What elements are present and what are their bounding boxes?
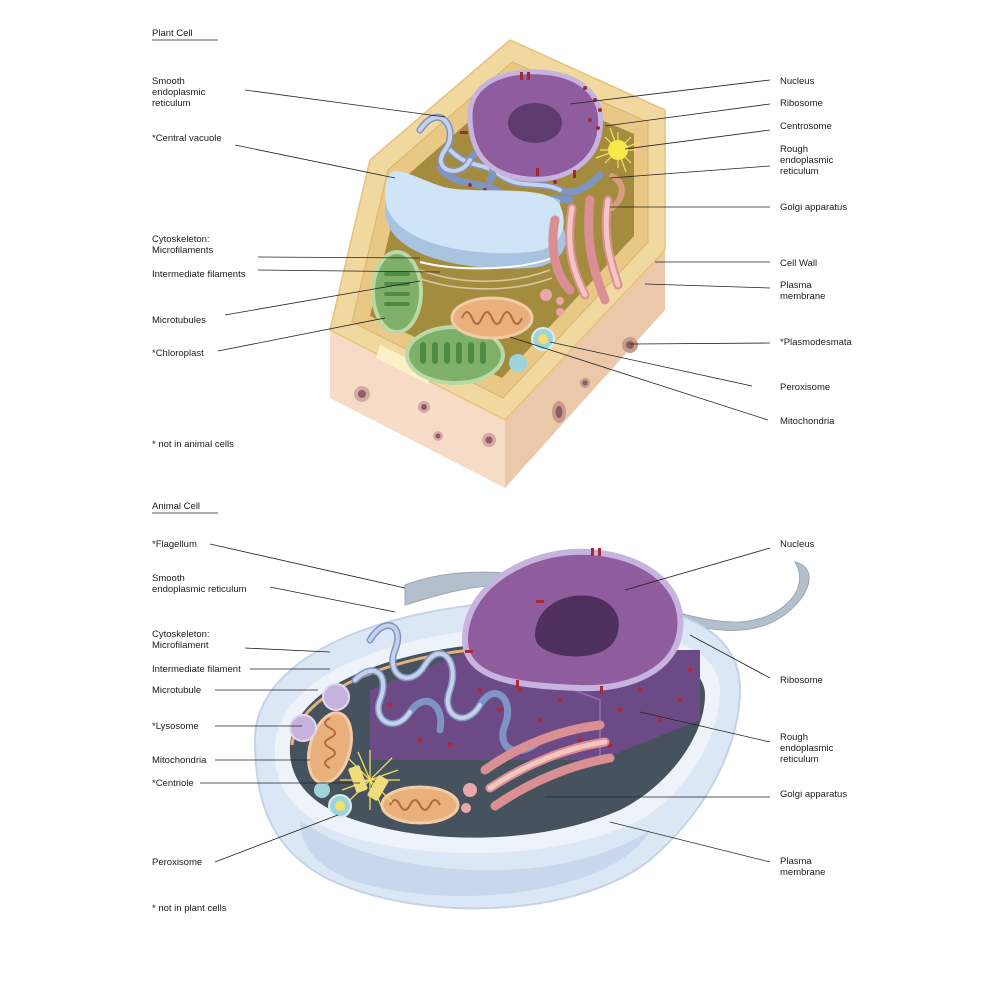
plant-left-labels: Smooth endoplasmic reticulum *Central va… — [152, 76, 246, 359]
plant-nucleus — [460, 69, 604, 182]
label-flagellum: *Flagellum — [152, 539, 197, 550]
label-central-vacuole: *Central vacuole — [152, 133, 222, 144]
label-centriole: *Centriole — [152, 778, 194, 789]
plant-wall-side — [505, 250, 665, 488]
label-mitochondria: Mitochondria — [780, 416, 835, 427]
label-microfilament: Cytoskeleton: Microfilament — [152, 629, 212, 651]
label-peroxisome: Peroxisome — [780, 382, 830, 393]
plant-rer-side — [609, 173, 625, 211]
plant-chloroplast-1 — [371, 250, 423, 334]
animal-cell-illustration — [253, 548, 810, 910]
label-animal-ribosome: Ribosome — [780, 675, 823, 686]
animal-mitochondrion-2 — [380, 785, 460, 825]
label-intermediate-filaments: Intermediate filaments — [152, 269, 246, 280]
label-animal-mitochondria: Mitochondria — [152, 755, 207, 766]
label-animal-plasma-membrane: Plasma membrane — [780, 856, 825, 878]
plant-cell-title: Plant Cell — [152, 28, 193, 39]
plant-central-vacuole — [385, 171, 566, 270]
animal-right-labels: Nucleus Ribosome Rough endoplasmic retic… — [780, 539, 847, 878]
label-golgi: Golgi apparatus — [780, 202, 847, 213]
label-plasma-membrane: Plasma membrane — [780, 280, 825, 302]
animal-peroxisome — [314, 782, 352, 818]
label-animal-smooth-er: Smooth endoplasmic reticulum — [152, 573, 247, 595]
plasmodesmata — [354, 337, 638, 447]
label-animal-golgi: Golgi apparatus — [780, 789, 847, 800]
animal-leader-lines — [200, 543, 771, 863]
animal-golgi — [461, 720, 615, 813]
animal-nucleus — [461, 548, 684, 694]
label-microtubule: Microtubule — [152, 685, 201, 696]
animal-smooth-er — [351, 622, 544, 755]
label-animal-rough-er: Rough endoplasmic reticulum — [780, 732, 836, 765]
label-cell-wall: Cell Wall — [780, 258, 817, 269]
centrioles — [340, 750, 400, 810]
plant-right-labels: Nucleus Ribosome Centrosome Rough endopl… — [780, 76, 853, 427]
label-lysosome: *Lysosome — [152, 721, 199, 732]
label-centrosome: Centrosome — [780, 121, 832, 132]
plant-centrosome — [595, 127, 641, 173]
label-animal-peroxisome: Peroxisome — [152, 857, 202, 868]
label-microtubules: Microtubules — [152, 315, 206, 326]
plant-footnote: * not in animal cells — [152, 439, 234, 450]
plant-leader-lines — [217, 79, 771, 421]
label-plasmodesmata: *Plasmodesmata — [780, 337, 853, 348]
label-smooth-er: Smooth endoplasmic reticulum — [152, 76, 208, 109]
animal-cell-title: Animal Cell — [152, 501, 200, 512]
animal-left-labels: *Flagellum Smooth endoplasmic reticulum … — [152, 539, 247, 868]
animal-footnote: * not in plant cells — [152, 903, 227, 914]
plant-peroxisome — [509, 327, 555, 372]
label-chloroplast: *Chloroplast — [152, 348, 204, 359]
label-nucleus: Nucleus — [780, 76, 815, 87]
plant-cell-illustration — [329, 39, 666, 488]
lysosomes — [289, 683, 350, 742]
label-rough-er: Rough endoplasmic reticulum — [780, 144, 836, 177]
label-ribosome: Ribosome — [780, 98, 823, 109]
plant-golgi — [540, 195, 623, 316]
label-intermediate-filament: Intermediate filament — [152, 664, 241, 675]
label-microfilaments: Cytoskeleton: Microfilaments — [152, 234, 213, 256]
label-animal-nucleus: Nucleus — [780, 539, 815, 550]
membrane-shading — [300, 820, 650, 896]
plant-filaments — [417, 269, 553, 290]
plant-mitochondrion — [450, 296, 534, 340]
plant-wall-front — [330, 330, 505, 488]
